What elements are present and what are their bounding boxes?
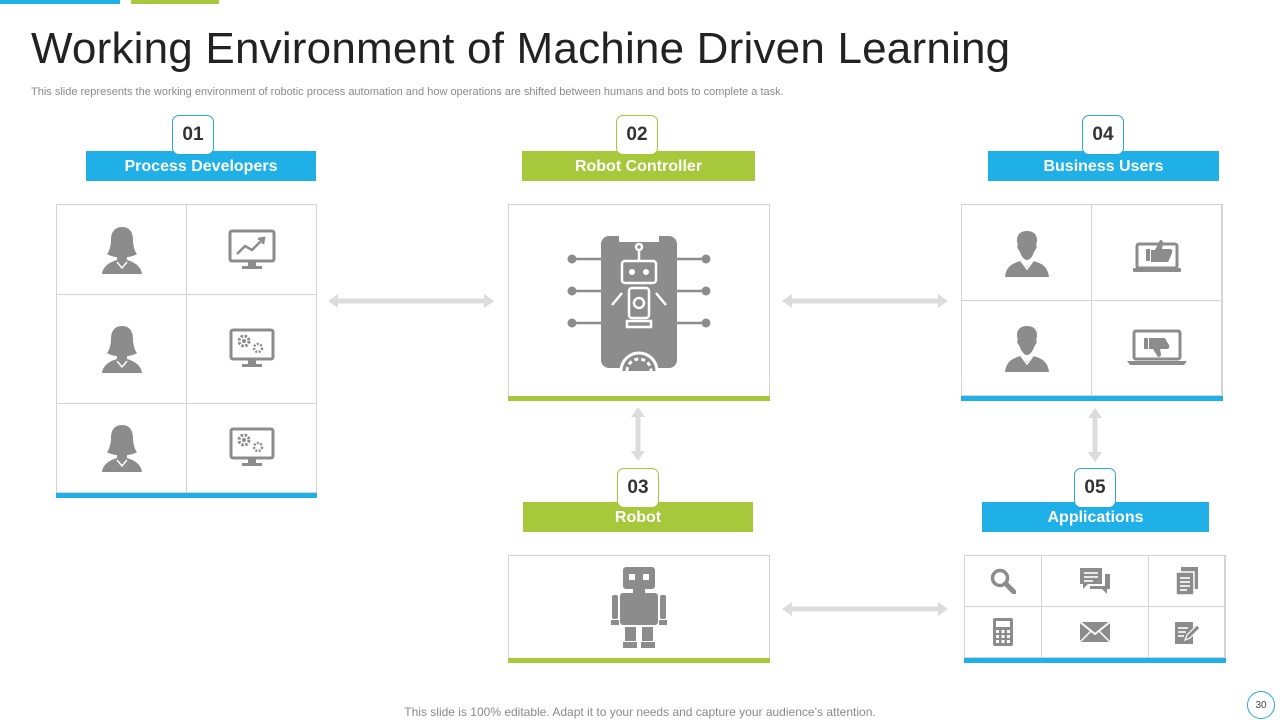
arrow-controller-business-users <box>782 294 948 308</box>
arrow-developers-controller <box>328 294 494 308</box>
male-user-icon <box>962 301 1092 396</box>
section-label-robot-controller: Robot Controller <box>522 151 755 181</box>
chat-icon <box>1042 556 1149 607</box>
section-number-02: 02 <box>616 115 658 155</box>
arrow-controller-robot <box>631 407 645 461</box>
thumbs-up-laptop-icon <box>1092 205 1222 301</box>
footer-note: This slide is 100% editable. Adapt it to… <box>404 705 876 719</box>
applications-accent <box>964 658 1226 663</box>
robot-controller-accent <box>508 396 770 401</box>
page-number: 30 <box>1247 691 1275 719</box>
section-label-business-users: Business Users <box>988 151 1219 181</box>
section-label-process-developers: Process Developers <box>86 151 316 181</box>
top-accent-green <box>131 0 219 4</box>
business-users-panel <box>961 204 1223 397</box>
section-number-01: 01 <box>172 115 214 155</box>
page-title: Working Environment of Machine Driven Le… <box>31 24 1011 73</box>
process-developers-panel <box>56 204 317 494</box>
page-subtitle: This slide represents the working enviro… <box>31 86 784 98</box>
female-user-icon <box>57 205 187 295</box>
chart-monitor-icon <box>187 205 317 295</box>
section-label-applications: Applications <box>982 502 1209 532</box>
robot-controller-icon <box>567 235 711 371</box>
gear-monitor-icon <box>187 404 317 493</box>
robot-panel <box>508 555 770 659</box>
process-developers-accent <box>56 493 317 498</box>
search-icon <box>965 556 1042 607</box>
top-accent-blue <box>0 0 120 4</box>
business-users-accent <box>961 396 1223 401</box>
mail-icon <box>1042 607 1149 658</box>
gear-monitor-icon <box>187 295 317 404</box>
document-icon <box>1149 556 1225 607</box>
robot-controller-panel <box>508 204 770 397</box>
female-user-icon <box>57 404 187 493</box>
arrow-business-users-applications <box>1088 408 1102 462</box>
female-user-icon <box>57 295 187 404</box>
section-number-03: 03 <box>617 468 659 508</box>
edit-document-icon <box>1149 607 1225 658</box>
calculator-icon <box>965 607 1042 658</box>
section-number-04: 04 <box>1082 115 1124 155</box>
thumbs-down-laptop-icon <box>1092 301 1222 396</box>
section-number-05: 05 <box>1074 468 1116 508</box>
arrow-robot-applications <box>782 602 948 616</box>
applications-panel <box>964 555 1226 659</box>
robot-accent <box>508 658 770 663</box>
robot-icon <box>611 567 667 648</box>
male-user-icon <box>962 205 1092 301</box>
